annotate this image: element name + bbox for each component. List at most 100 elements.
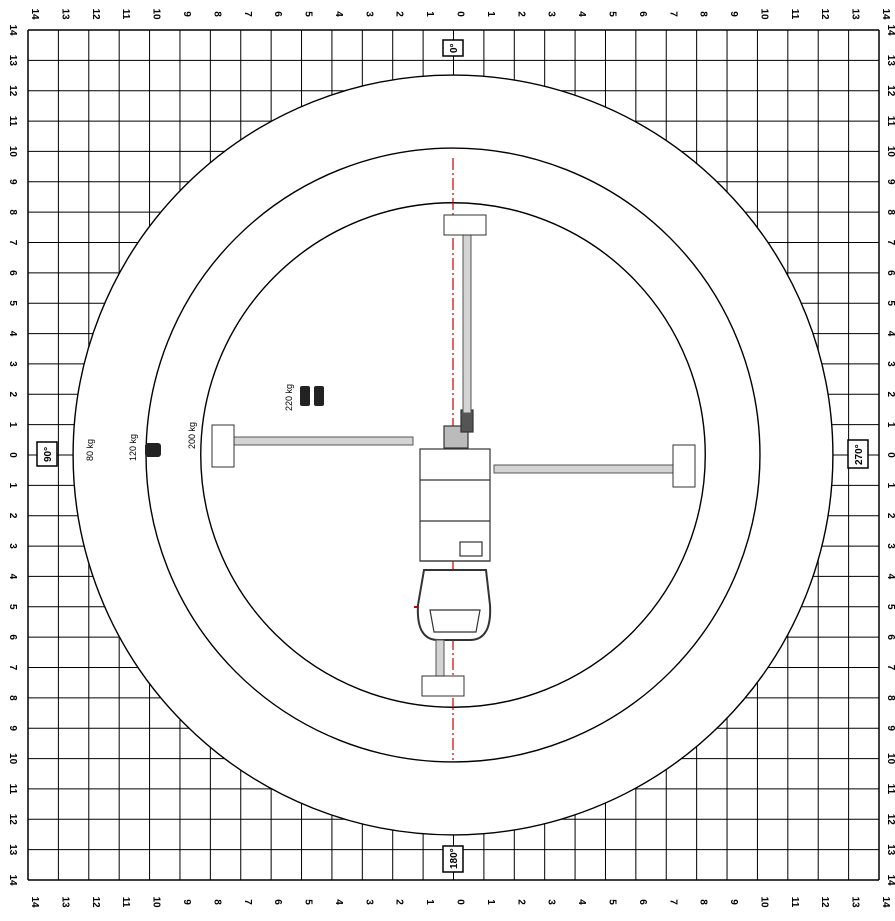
right-tick-label: 0 [885, 452, 895, 458]
bottom-tick-label: 10 [151, 896, 162, 908]
right-tick-label: 11 [885, 116, 895, 127]
left-tick-label: 14 [7, 874, 18, 886]
top-tick-label: 3 [363, 11, 374, 17]
top-tick-label: 0 [455, 11, 466, 17]
bottom-tick-label: 3 [363, 899, 374, 905]
left-tick-label: 5 [7, 300, 18, 306]
right-tick-label: 12 [885, 85, 895, 97]
left-tick-label: 1 [7, 422, 18, 428]
right-tick-label: 10 [885, 753, 895, 765]
top-tick-label: 10 [151, 8, 162, 20]
bottom-tick-label: 9 [728, 899, 739, 905]
top-tick-label: 5 [303, 11, 314, 17]
angle-box-top: 0° [442, 39, 464, 57]
top-tick-label: 8 [698, 11, 709, 17]
bottom-tick-label: 12 [90, 896, 101, 908]
right-tick-label: 8 [885, 209, 895, 215]
top-tick-label: 14 [880, 8, 891, 20]
right-tick-label: 10 [885, 146, 895, 158]
top-tick-label: 10 [758, 8, 769, 20]
right-tick-label: 13 [885, 55, 895, 67]
right-tick-label: 1 [885, 483, 895, 489]
left-tick-label: 6 [7, 270, 18, 276]
svg-text:270°: 270° [854, 444, 865, 465]
top-tick-label: 8 [211, 11, 222, 17]
top-tick-label: 3 [546, 11, 557, 17]
angle-box-bottom: 180° [442, 845, 464, 873]
bottom-tick-label: 5 [606, 899, 617, 905]
boom-left [211, 424, 414, 468]
person-icon-120kg [145, 443, 161, 457]
bottom-tick-label: 14 [29, 896, 40, 908]
right-tick-label: 4 [885, 331, 895, 337]
bottom-tick-label: 13 [850, 896, 861, 908]
left-tick-label: 7 [7, 665, 18, 671]
bottom-tick-label: 9 [181, 899, 192, 905]
right-tick-label: 9 [885, 179, 895, 185]
top-tick-label: 14 [29, 8, 40, 20]
right-tick-label: 13 [885, 844, 895, 856]
left-tick-label: 4 [7, 574, 18, 580]
left-tick-label: 2 [7, 392, 18, 398]
top-tick-label: 1 [424, 11, 435, 17]
boom-up [443, 214, 487, 414]
top-tick-label: 4 [333, 11, 344, 17]
left-tick-label: 12 [7, 814, 18, 826]
top-tick-label: 13 [59, 8, 70, 20]
bottom-tick-label: 1 [485, 899, 496, 905]
svg-text:180°: 180° [449, 848, 460, 869]
top-tick-label: 7 [667, 11, 678, 17]
right-tick-label: 7 [885, 240, 895, 246]
bottom-tick-label: 7 [667, 899, 678, 905]
bottom-tick-label: 7 [242, 899, 253, 905]
top-tick-label: 6 [272, 11, 283, 17]
bottom-tick-label: 10 [758, 896, 769, 908]
bottom-tick-label: 11 [789, 897, 800, 908]
left-tick-label: 10 [7, 753, 18, 765]
right-tick-label: 4 [885, 574, 895, 580]
bottom-tick-label: 8 [698, 899, 709, 905]
left-tick-label: 7 [7, 240, 18, 246]
top-tick-label: 11 [120, 9, 131, 20]
left-tick-label: 6 [7, 634, 18, 640]
truck-top-view [416, 409, 492, 641]
top-tick-label: 2 [515, 11, 526, 17]
bottom-tick-label: 2 [394, 899, 405, 905]
left-tick-label: 13 [7, 844, 18, 856]
ring-label-120kg: 120 kg [128, 434, 138, 461]
left-tick-label: 9 [7, 725, 18, 731]
persons-icon-220kg [300, 386, 324, 406]
bottom-tick-label: 1 [424, 899, 435, 905]
bottom-tick-label: 11 [120, 897, 131, 908]
left-tick-label: 11 [7, 116, 18, 127]
top-tick-label: 6 [637, 11, 648, 17]
left-tick-label: 13 [7, 55, 18, 67]
svg-text:90°: 90° [43, 447, 54, 462]
right-tick-label: 2 [885, 513, 895, 519]
bottom-tick-label: 12 [819, 896, 830, 908]
top-tick-label: 9 [728, 11, 739, 17]
bottom-tick-label: 6 [637, 899, 648, 905]
left-tick-label: 2 [7, 513, 18, 519]
left-tick-label: 12 [7, 85, 18, 97]
top-tick-label: 12 [90, 8, 101, 20]
top-tick-label: 7 [242, 11, 253, 17]
top-tick-label: 12 [819, 8, 830, 20]
right-tick-label: 3 [885, 543, 895, 549]
ring-label-200kg: 200 kg [187, 422, 197, 449]
left-tick-label: 1 [7, 483, 18, 489]
top-tick-label: 4 [576, 11, 587, 17]
bottom-tick-label: 14 [880, 896, 891, 908]
bottom-tick-label: 6 [272, 899, 283, 905]
right-tick-label: 14 [885, 24, 895, 36]
right-tick-label: 7 [885, 665, 895, 671]
bottom-tick-label: 2 [515, 899, 526, 905]
bottom-tick-label: 5 [303, 899, 314, 905]
top-tick-label: 2 [394, 11, 405, 17]
right-tick-label: 6 [885, 634, 895, 640]
top-tick-label: 13 [850, 8, 861, 20]
bottom-tick-label: 4 [576, 899, 587, 905]
bottom-tick-label: 0 [455, 899, 466, 905]
